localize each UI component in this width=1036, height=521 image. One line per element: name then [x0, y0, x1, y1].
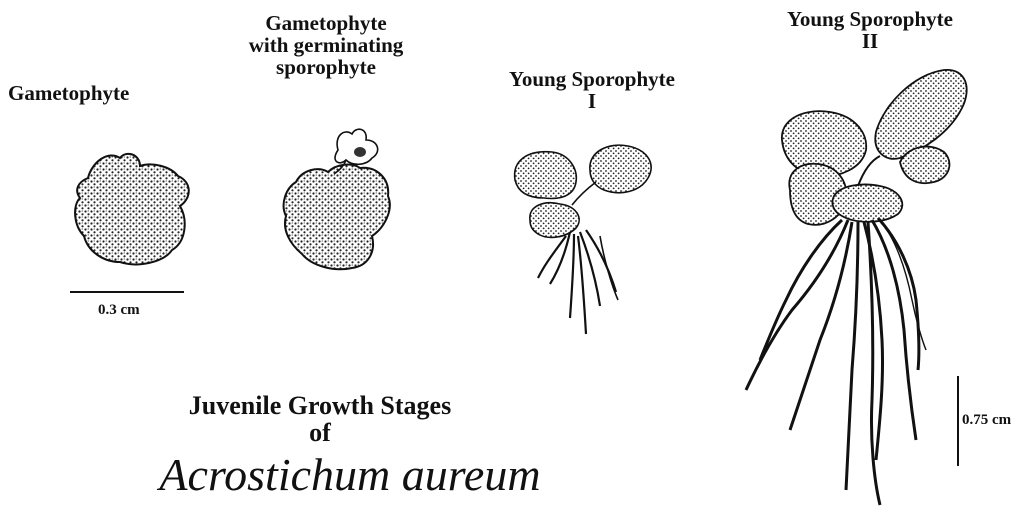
young-sporophyte-1-drawing [515, 145, 651, 334]
label-gametophyte-germinating: Gametophyte with germinating sporophyte [214, 12, 438, 78]
label-young-sporophyte-2: Young Sporophyte II [756, 8, 984, 52]
germinating-sporophyte-drawing [284, 129, 390, 269]
label-young-sporophyte-1: Young Sporophyte I [478, 68, 706, 112]
young-sporophyte-2-drawing [746, 70, 967, 505]
scale-label-small: 0.3 cm [98, 302, 140, 319]
species-name: Acrostichum aureum [90, 452, 610, 498]
scale-label-large: 0.75 cm [962, 412, 1011, 429]
figure-title: Juvenile Growth Stages of [130, 392, 510, 447]
label-gametophyte: Gametophyte [8, 82, 129, 104]
gametophyte-drawing [75, 154, 189, 265]
